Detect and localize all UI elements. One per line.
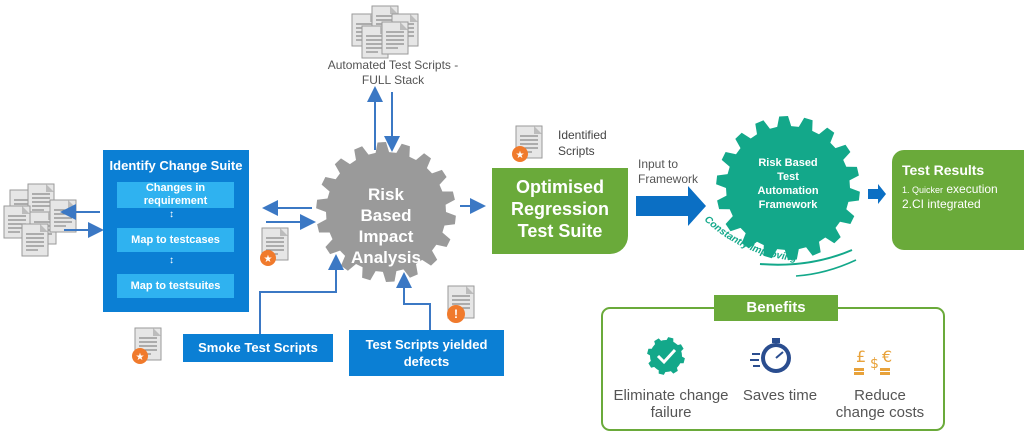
benefit-eliminate-change-failure: Eliminate change failure <box>613 387 729 421</box>
svg-text:$: $ <box>870 356 879 372</box>
benefit-saves-time: Saves time <box>742 387 818 404</box>
automation-framework-label: Risk Based Test Automation Framework <box>757 157 819 211</box>
smoke-connector-arrow <box>259 254 344 335</box>
identified-scripts-label: Identified Scripts <box>558 128 607 158</box>
benefits-title: Benefits <box>714 295 838 321</box>
identify-change-suite-title: Identify Change Suite <box>109 158 243 173</box>
yielded-defects-box: Test Scripts yielded defects <box>349 330 504 376</box>
improvement-arc <box>759 249 853 266</box>
automation-framework-gear-icon <box>716 116 860 260</box>
benefit-reduce-change-costs: Reduce change costs <box>835 387 925 421</box>
step-map-to-testcases: Map to testcases <box>117 228 234 252</box>
step-map-to-testsuites: Map to testsuites <box>117 274 234 298</box>
identify-change-suite-box: Identify Change Suite Changes in require… <box>103 150 249 312</box>
smoke-test-scripts-box: Smoke Test Scripts <box>183 334 333 362</box>
document-star-icon: ★ <box>260 227 289 266</box>
automated-scripts-label: Automated Test Scripts - FULL Stack <box>327 58 459 87</box>
test-results-item-1: 1. Quicker execution <box>902 182 998 196</box>
svg-text:€: € <box>882 347 892 366</box>
risk-impact-analysis-label: Risk Based Impact Analysis <box>351 185 421 267</box>
svg-text:!: ! <box>454 307 458 321</box>
step-changes-in-requirement: Changes in requirement <box>117 182 234 208</box>
improvement-arc <box>795 259 857 277</box>
input-arrow-icon <box>636 186 706 226</box>
test-results-box: Test Results 1. Quicker execution 2.CI i… <box>892 150 1024 250</box>
input-to-framework-label: Input to Framework <box>638 157 699 186</box>
identified-scripts-icon: ★ <box>512 125 543 162</box>
svg-text:★: ★ <box>136 352 145 363</box>
document-star-icon: ★ <box>132 327 162 364</box>
step-connector-icon: ↕ <box>169 255 174 266</box>
defects-connector-arrow <box>396 272 431 330</box>
optimised-regression-suite-box: Optimised Regression Test Suite <box>492 168 628 254</box>
documents-cluster-icon <box>3 183 77 257</box>
currency-icon: £ $ € <box>854 347 892 375</box>
gear-check-icon <box>647 337 685 375</box>
test-results-title: Test Results <box>902 162 985 178</box>
svg-text:★: ★ <box>516 150 525 161</box>
stopwatch-icon <box>750 338 791 373</box>
document-alert-icon: ! <box>447 285 475 323</box>
risk-impact-gear-icon <box>316 142 456 282</box>
documents-stack-icon <box>351 5 419 59</box>
results-arrow-icon <box>868 184 886 204</box>
test-results-item-2: 2.CI integrated <box>902 197 981 211</box>
svg-text:★: ★ <box>264 254 273 265</box>
step-connector-icon: ↕ <box>169 209 174 220</box>
svg-text:£: £ <box>856 347 866 366</box>
